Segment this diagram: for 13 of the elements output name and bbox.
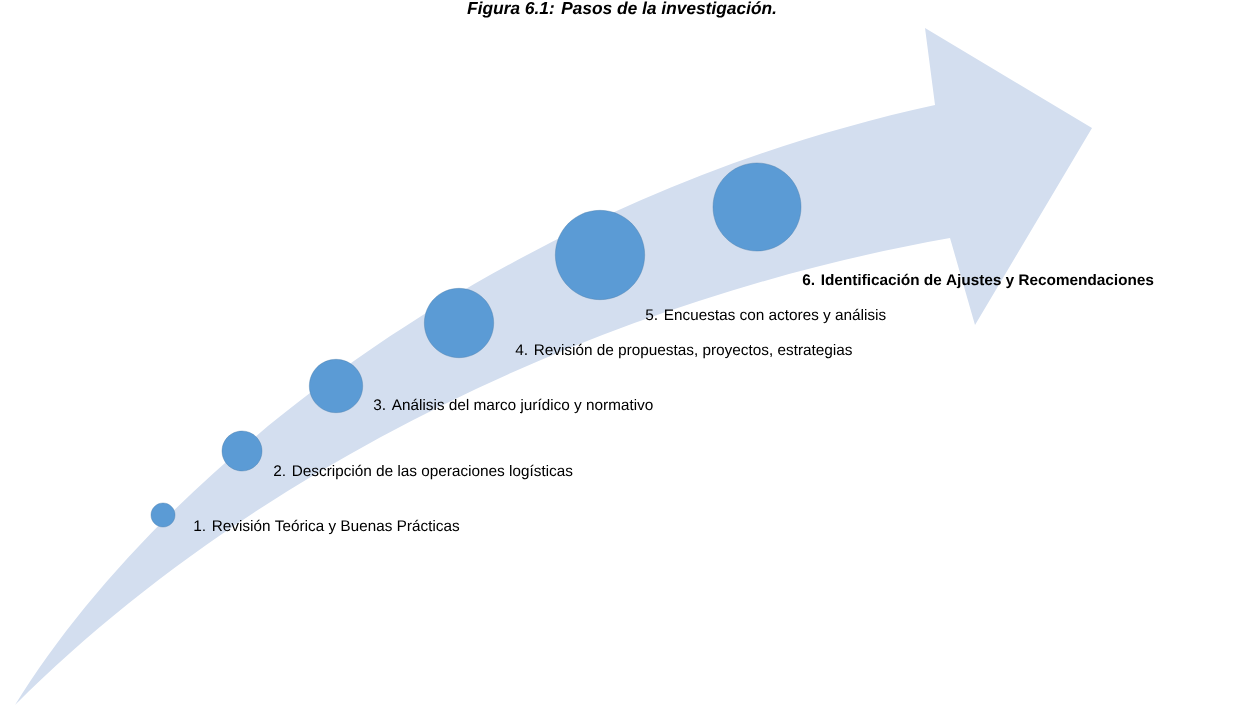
figure-title: Figura 6.1: Pasos de la investigación. — [467, 1, 776, 18]
step-label: 6. Identificación de Ajustes y Recomendaciones — [802, 273, 1154, 289]
step-label: 2. Descripción de las operaciones logísticas — [274, 464, 573, 480]
step-circle — [221, 430, 263, 472]
step-circle — [424, 288, 494, 358]
step-circle — [309, 359, 363, 413]
step-circle — [150, 502, 176, 528]
step-label: 4. Revisión de propuestas, proyectos, estrategias — [515, 343, 852, 359]
step-label: 5. Encuestas con actores y análisis — [645, 308, 886, 324]
step-circle — [712, 162, 802, 252]
step-label: 1. Revisión Teórica y Buenas Prácticas — [194, 519, 460, 535]
step-label: 3. Análisis del marco jurídico y normativo — [373, 398, 653, 414]
step-circle — [555, 210, 645, 300]
